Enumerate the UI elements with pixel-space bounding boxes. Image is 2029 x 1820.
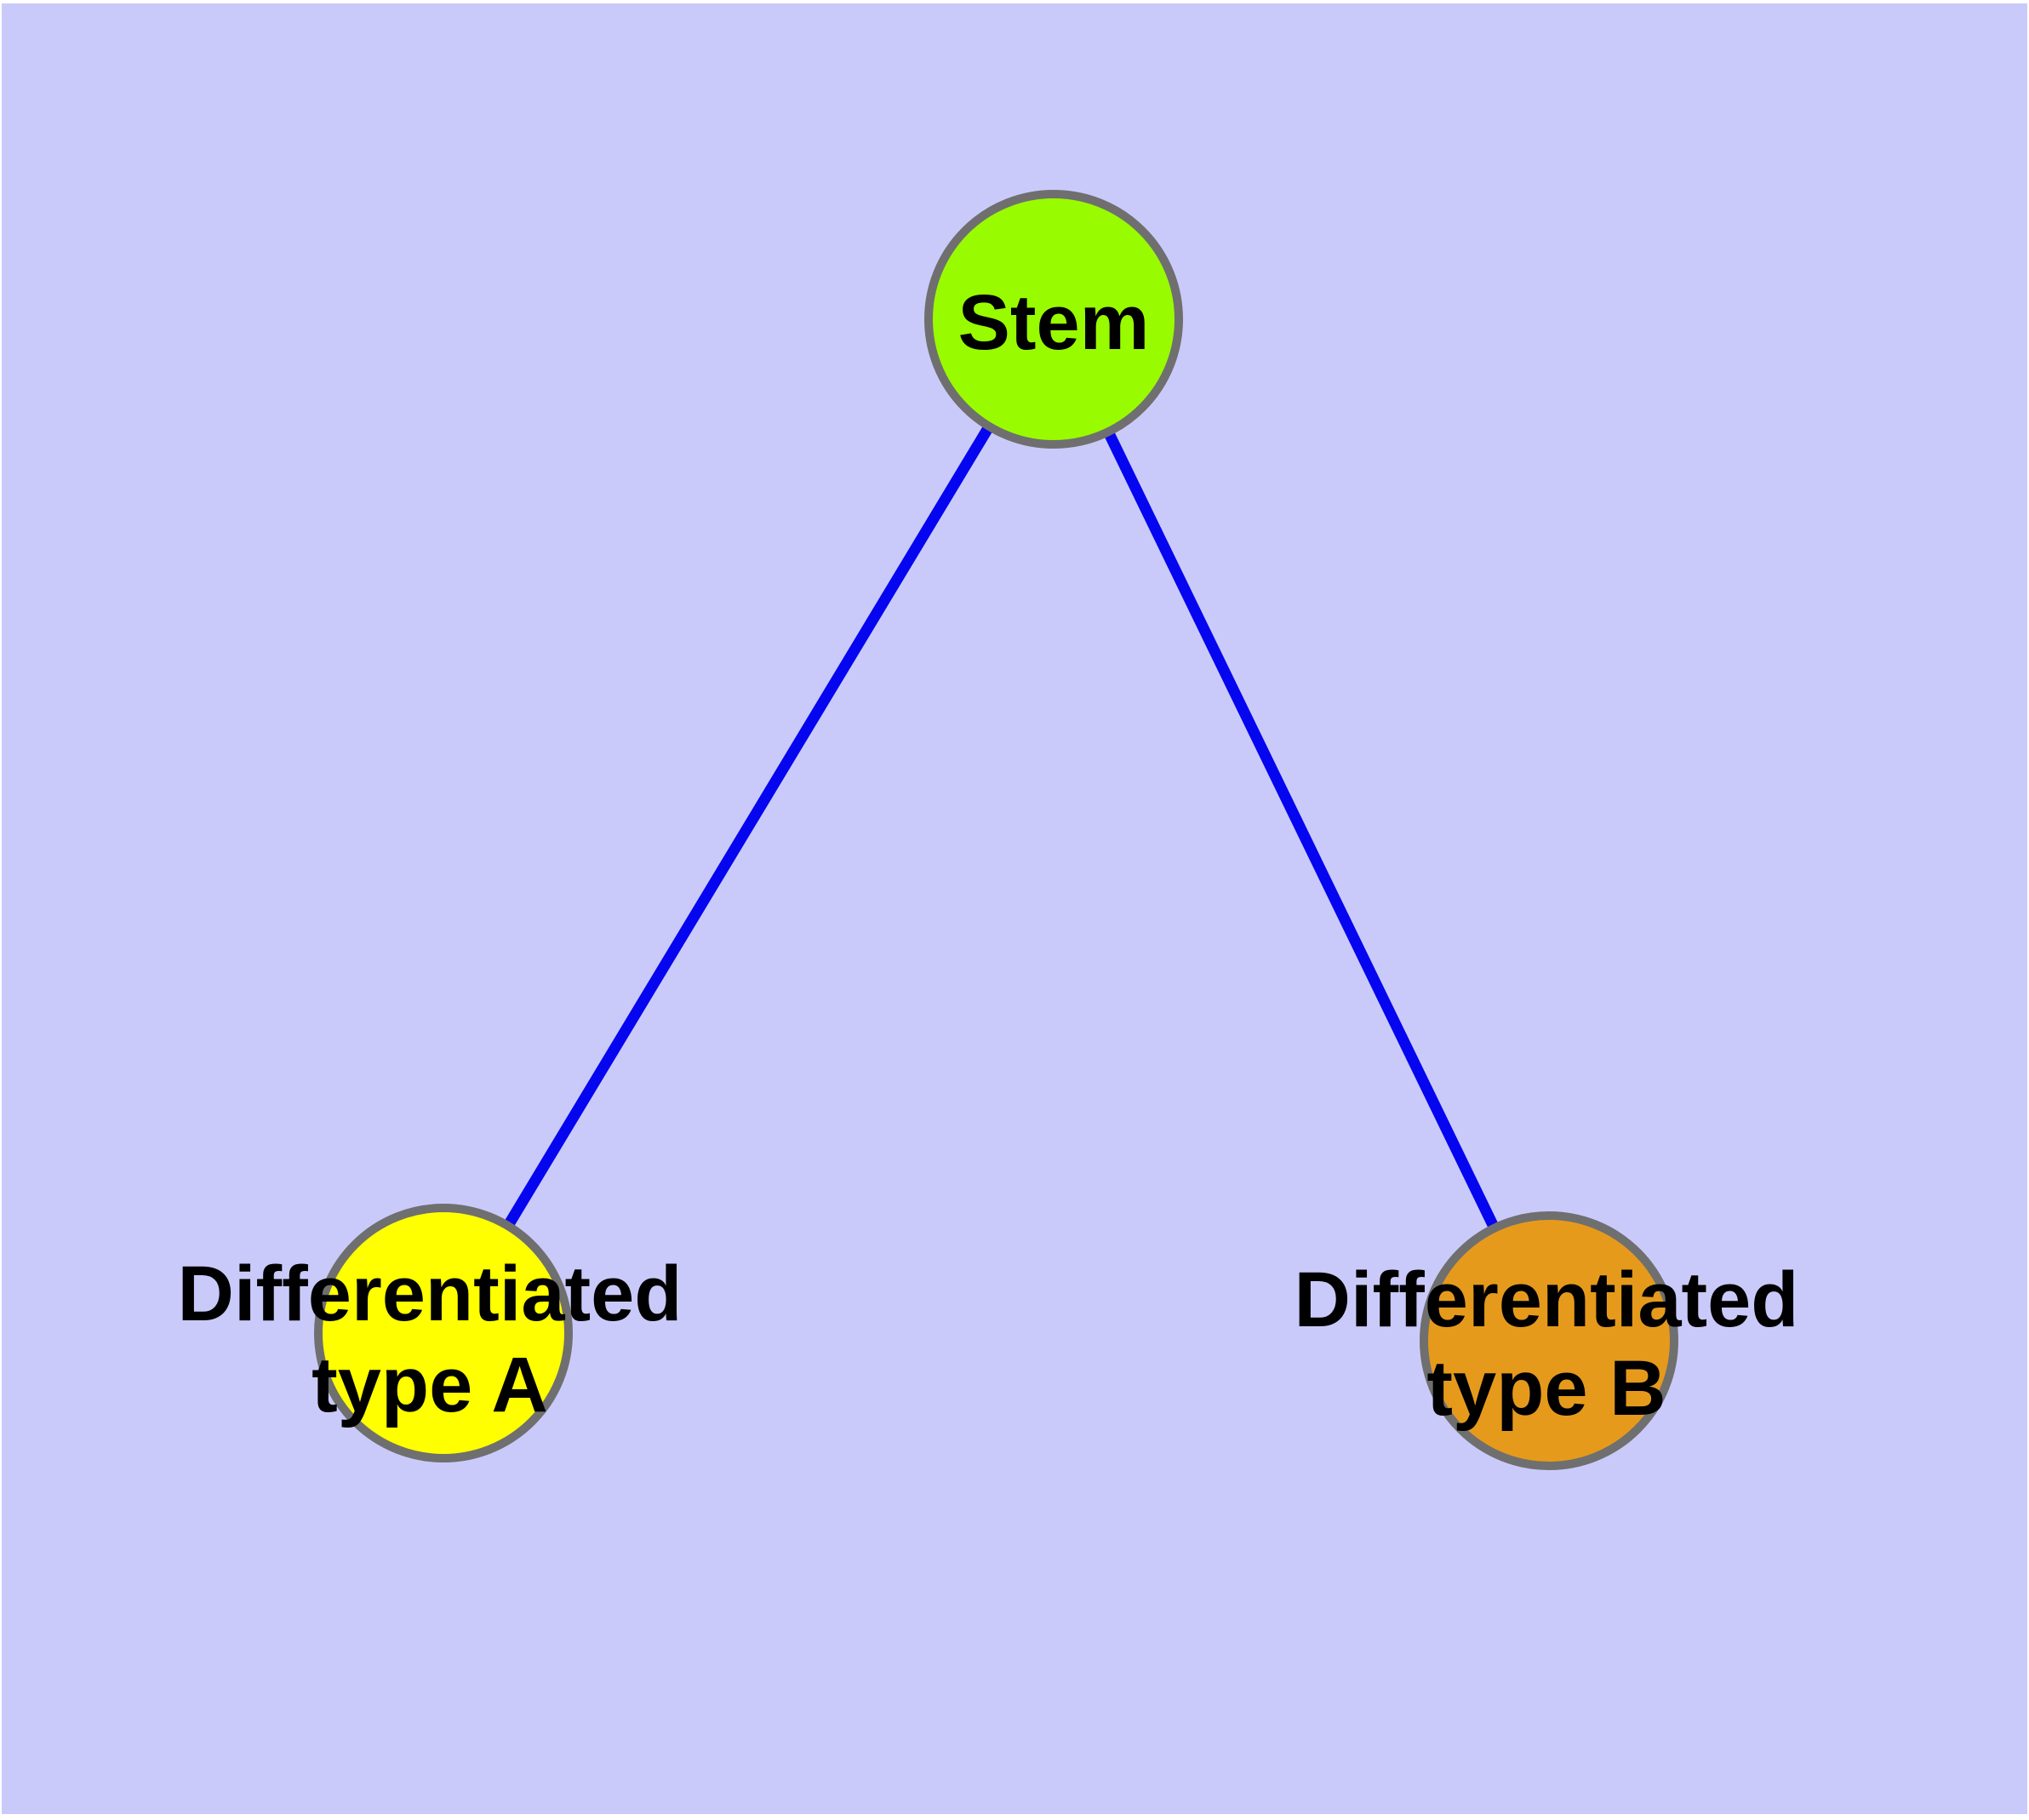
node-type-b-circle [1420, 1211, 1678, 1470]
node-type-a-label-line1: Differentiated [178, 1251, 683, 1337]
edge-stem-to-type-a [438, 316, 1059, 1336]
edge-stem-to-type-b [1049, 317, 1554, 1343]
node-type-a: Differentiated type A [178, 1204, 683, 1462]
node-stem-label: Stem [958, 279, 1150, 366]
node-stem: Stem [924, 190, 1183, 449]
node-stem-circle [924, 190, 1183, 449]
node-type-b-label-line2: type B [1426, 1345, 1666, 1432]
node-type-b: Differentiated type B [1295, 1211, 1799, 1470]
node-type-a-label-line2: type A [311, 1342, 548, 1428]
node-type-b-label-line1: Differentiated [1295, 1256, 1799, 1343]
node-type-a-circle [314, 1204, 573, 1462]
